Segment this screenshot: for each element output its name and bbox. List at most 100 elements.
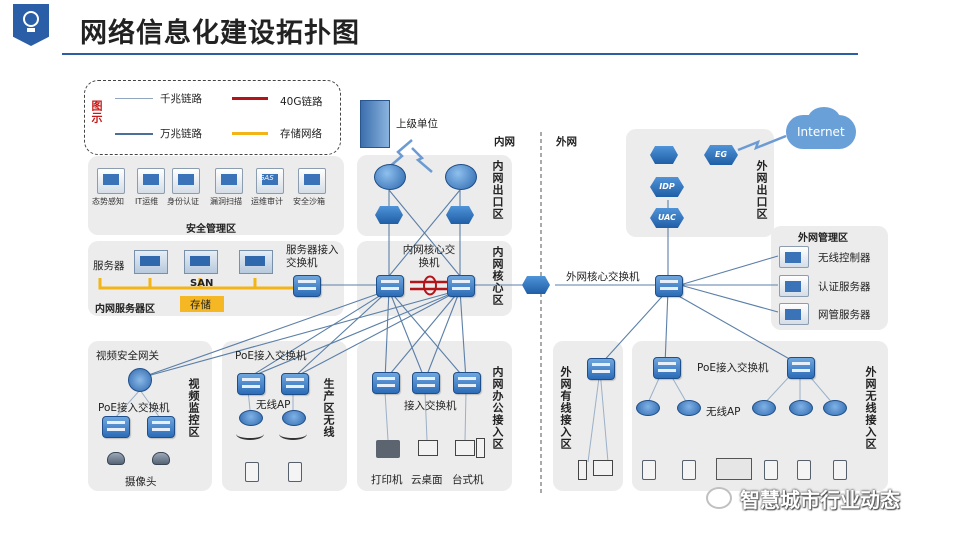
auth-server-label: 认证服务器 (818, 281, 871, 293)
nms-server-icon[interactable] (779, 303, 809, 325)
legend-swatch-40g (232, 97, 268, 100)
wireless-controller-icon[interactable] (779, 246, 809, 268)
office-access-switch-1[interactable] (372, 372, 400, 394)
prod-device-1[interactable] (245, 462, 259, 482)
eg-label: EG (714, 150, 728, 159)
camera-2[interactable] (152, 452, 170, 465)
lightbulb-icon (23, 11, 39, 27)
server-2[interactable] (184, 250, 218, 274)
desktop-pc-icon[interactable] (455, 440, 475, 456)
outer-wired-pc[interactable] (593, 460, 613, 476)
outer-laptop[interactable] (716, 458, 752, 480)
uac-device[interactable]: UAC (650, 208, 684, 228)
outer-wired-switch[interactable] (587, 358, 615, 380)
server-label: 服务器 (93, 260, 125, 272)
auth-server-icon[interactable] (779, 275, 809, 297)
wireless-controller-label: 无线控制器 (818, 252, 871, 264)
outer-poe-switch-2[interactable] (787, 357, 815, 379)
sec-icon-1[interactable] (137, 168, 165, 194)
legend-title: 图示 (90, 100, 103, 124)
core-switch-2[interactable] (447, 275, 475, 297)
sec-label-2: 身份认证 (167, 197, 199, 206)
storage-box[interactable] (180, 296, 224, 312)
core-switch-label: 内网核心交换机 (402, 244, 456, 269)
outer-device-2[interactable] (682, 460, 696, 480)
office-access-switch-2[interactable] (412, 372, 440, 394)
gas-icon-text: GAS (259, 174, 274, 182)
prod-device-2[interactable] (288, 462, 302, 482)
internet-cloud-top (808, 107, 840, 131)
prod-poe-switch-1[interactable] (237, 373, 265, 395)
video-poe-switch-1[interactable] (102, 416, 130, 438)
outer-ap-1[interactable] (636, 400, 660, 416)
legend-label-40g: 40G链路 (280, 96, 323, 108)
sec-label-0: 态势感知 (92, 197, 124, 206)
nms-server-label: 网管服务器 (818, 309, 871, 321)
inner-exit-firewall-2[interactable] (446, 206, 474, 224)
prod-ap-2[interactable] (282, 410, 306, 426)
sec-icon-3[interactable] (215, 168, 243, 194)
prod-poe-switch-label: PoE接入交换机 (235, 350, 307, 362)
inner-exit-router-1[interactable] (374, 164, 406, 190)
sec-label-1: IT运维 (135, 197, 159, 206)
legend-label-storage: 存储网络 (280, 128, 322, 140)
sec-icon-0[interactable] (97, 168, 125, 194)
outer-device-4[interactable] (797, 460, 811, 480)
cloud-desktop-icon[interactable] (418, 440, 438, 456)
sec-icon-4[interactable]: GAS (256, 168, 284, 194)
camera-label: 摄像头 (125, 476, 157, 488)
sec-icon-2[interactable] (172, 168, 200, 194)
eg-device[interactable]: EG (704, 145, 738, 165)
outer-device-5[interactable] (833, 460, 847, 480)
video-gateway[interactable] (128, 368, 152, 392)
idp-device[interactable]: IDP (650, 177, 684, 197)
sec-label-3: 漏洞扫描 (210, 197, 242, 206)
server-zone-title: 内网服务器区 (95, 304, 155, 315)
inner-exit-router-2[interactable] (445, 164, 477, 190)
outer-core-switch-label: 外网核心交换机 (566, 271, 640, 283)
desktop-tower-icon[interactable] (476, 438, 485, 458)
uac-label: UAC (658, 213, 676, 222)
outer-core-switch[interactable] (655, 275, 683, 297)
gap-firewall[interactable] (522, 276, 550, 294)
outer-net-label: 外网 (556, 136, 577, 148)
printer-label: 打印机 (371, 474, 403, 486)
outer-ap-4[interactable] (789, 400, 813, 416)
title-underline (62, 53, 858, 55)
outer-exit-label: 外网出口区 (755, 160, 768, 220)
outer-wired-label: 外网有线接入区 (559, 366, 572, 450)
outer-ap-5[interactable] (823, 400, 847, 416)
zone-office (357, 341, 512, 491)
sec-label-5: 安全沙箱 (293, 197, 325, 206)
server-1[interactable] (134, 250, 168, 274)
outer-ap-3[interactable] (752, 400, 776, 416)
outer-device-1[interactable] (642, 460, 656, 480)
inner-exit-firewall-1[interactable] (375, 206, 403, 224)
office-access-switch-3[interactable] (453, 372, 481, 394)
outer-poe-switch-label: PoE接入交换机 (697, 362, 769, 374)
prod-wireless-label: 生产区无线 (322, 378, 335, 438)
page-title: 网络信息化建设拓扑图 (80, 18, 360, 49)
prod-ap-1[interactable] (239, 410, 263, 426)
server-access-switch[interactable] (293, 275, 321, 297)
outer-device-3[interactable] (764, 460, 778, 480)
watermark-text: 智慧城市行业动态 (740, 488, 900, 512)
cloud-desktop-label: 云桌面 (411, 474, 443, 486)
sec-icon-5[interactable] (298, 168, 326, 194)
server-3[interactable] (239, 250, 273, 274)
outer-ap-2[interactable] (677, 400, 701, 416)
building-icon (360, 100, 390, 148)
upper-unit-label: 上级单位 (396, 118, 438, 130)
outer-exit-firewall[interactable] (650, 146, 678, 164)
video-gateway-label: 视频安全网关 (96, 350, 159, 362)
camera-1[interactable] (107, 452, 125, 465)
core-switch-1[interactable] (376, 275, 404, 297)
video-poe-switch-2[interactable] (147, 416, 175, 438)
legend-swatch-10g (115, 133, 153, 135)
video-zone-label: 视频监控区 (187, 378, 200, 438)
prod-poe-switch-2[interactable] (281, 373, 309, 395)
outer-wired-tower[interactable] (578, 460, 587, 480)
internet-label: Internet (797, 125, 845, 139)
outer-poe-switch-1[interactable] (653, 357, 681, 379)
printer-icon[interactable] (376, 440, 400, 458)
